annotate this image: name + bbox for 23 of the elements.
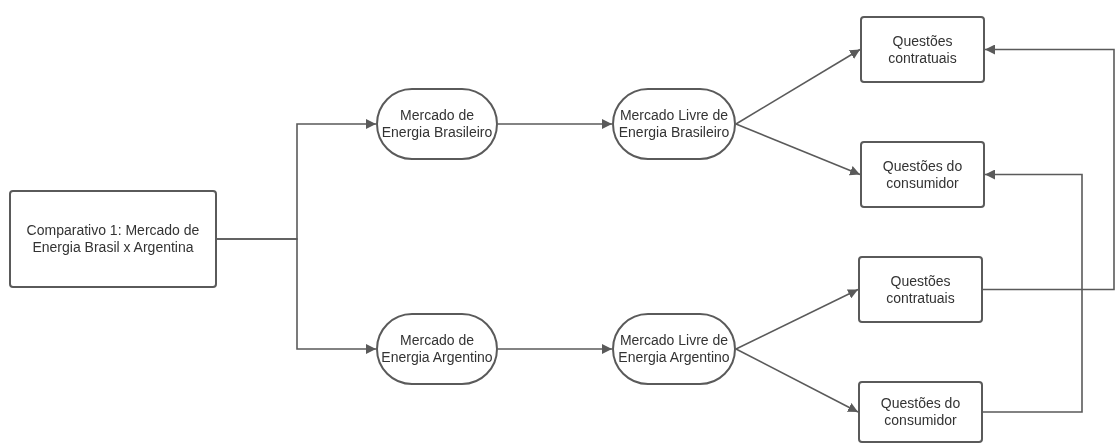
node-label: Questões do consumidor (881, 157, 964, 192)
node-label: Comparativo 1: Mercado de Energia Brasil x Argentina (25, 222, 201, 256)
node-label: Questões contratuais (887, 32, 958, 67)
node-label: Mercado de Energia Argentino (380, 332, 494, 366)
arrow (982, 169, 1083, 413)
arrow (497, 119, 613, 129)
arrow (982, 44, 1115, 291)
node-label: Questões contratuais (885, 272, 956, 307)
process-box (858, 256, 983, 323)
node-label: Questões do consumidor (879, 395, 962, 429)
process-box (9, 190, 217, 288)
arrow (216, 238, 377, 354)
process-box (858, 381, 983, 443)
arrow (735, 348, 859, 413)
arrow (735, 288, 859, 350)
arrow (735, 123, 861, 176)
node-label: Mercado Livre de Energia Brasileiro (617, 107, 731, 141)
arrow (497, 344, 613, 354)
node-label: Mercado Livre de Energia Argentino (617, 332, 731, 366)
process-box (860, 141, 985, 208)
arrow (735, 48, 861, 125)
node-label: Mercado de Energia Brasileiro (380, 107, 494, 141)
process-box (860, 16, 985, 83)
